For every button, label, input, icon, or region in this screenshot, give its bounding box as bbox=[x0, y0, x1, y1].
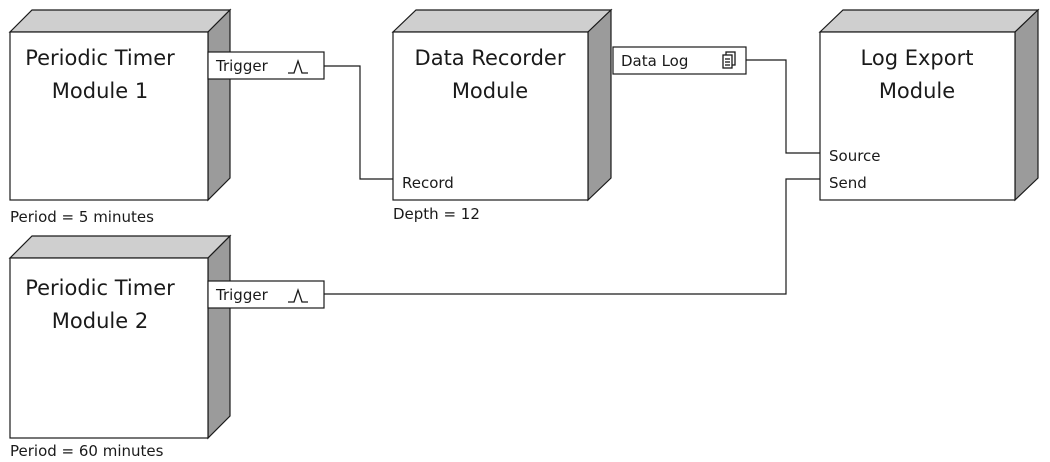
timer-module-2-trigger-port[interactable]: Trigger bbox=[207, 280, 325, 309]
trigger-port-label: Trigger bbox=[215, 286, 269, 304]
data-recorder-depth: Depth = 12 bbox=[393, 205, 480, 223]
wire-trigger1-to-record bbox=[324, 65, 393, 180]
log-export-front-face bbox=[819, 31, 1016, 201]
timer-module-2-side-face bbox=[207, 234, 231, 440]
timer-module-1-title-line1: Periodic Timer bbox=[25, 46, 175, 70]
wire-trigger2-to-send bbox=[324, 178, 820, 295]
timer-module-1-period: Period = 5 minutes bbox=[10, 208, 154, 226]
timer-module-1-side-face bbox=[207, 8, 231, 202]
data-recorder-side-face bbox=[587, 8, 612, 202]
timer-module-2: Periodic Timer Module 2 bbox=[8, 234, 232, 440]
source-input-label: Source bbox=[829, 147, 881, 165]
log-export-title-line1: Log Export bbox=[861, 46, 974, 70]
trigger-port-label: Trigger bbox=[215, 57, 269, 75]
data-recorder-title-line1: Data Recorder bbox=[415, 46, 566, 70]
timer-module-1-title-line2: Module 1 bbox=[52, 79, 148, 103]
data-log-port-label: Data Log bbox=[621, 52, 688, 70]
timer-module-2-top-face bbox=[8, 235, 232, 259]
timer-module-2-front-face bbox=[9, 257, 209, 439]
log-export-title-line2: Module bbox=[879, 79, 955, 103]
wire-datalog-to-source bbox=[746, 59, 820, 154]
data-recorder-module: Data Recorder Module Record bbox=[391, 8, 613, 202]
record-input-label: Record bbox=[402, 174, 454, 192]
pulse-icon bbox=[288, 58, 308, 74]
document-stack-icon bbox=[722, 51, 736, 69]
data-recorder-top-face bbox=[391, 9, 613, 33]
log-export-side-face bbox=[1014, 8, 1039, 202]
pulse-icon bbox=[288, 287, 308, 303]
data-log-port[interactable]: Data Log bbox=[612, 46, 747, 75]
data-recorder-title-line2: Module bbox=[452, 79, 528, 103]
send-input-label: Send bbox=[829, 174, 867, 192]
timer-module-1-front-face bbox=[9, 31, 209, 201]
timer-module-1-top-face bbox=[8, 9, 232, 33]
timer-module-2-title-line2: Module 2 bbox=[52, 309, 148, 333]
log-export-module: Log Export Module Source Send bbox=[818, 8, 1040, 202]
timer-module-1: Periodic Timer Module 1 bbox=[8, 8, 232, 202]
timer-module-1-trigger-port[interactable]: Trigger bbox=[207, 51, 325, 80]
trigger-port-box bbox=[207, 51, 325, 80]
log-export-top-face bbox=[818, 9, 1040, 33]
data-recorder-front-face bbox=[392, 31, 589, 201]
timer-module-2-title-line1: Periodic Timer bbox=[25, 276, 175, 300]
timer-module-2-period: Period = 60 minutes bbox=[10, 442, 164, 460]
